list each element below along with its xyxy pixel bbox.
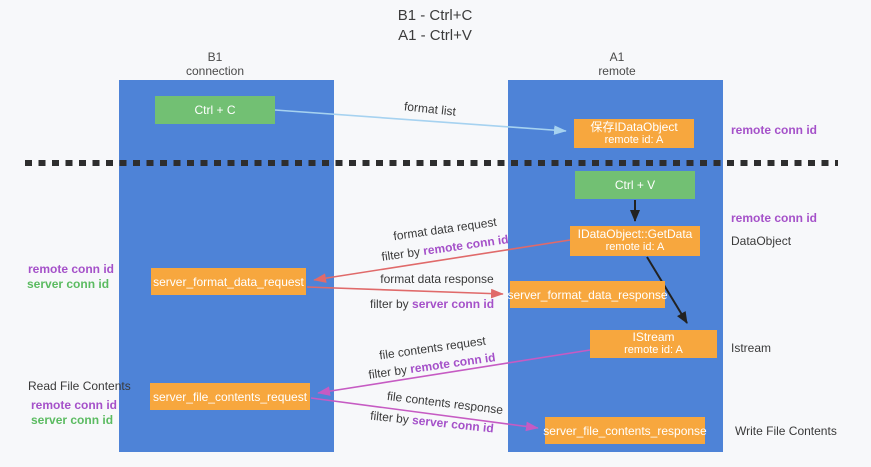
annot-dataobject: DataObject bbox=[731, 234, 792, 248]
lane-b1-subtitle: connection bbox=[185, 64, 245, 78]
annot-left-server-conn-format: server conn id bbox=[27, 277, 110, 291]
node-save-idataobject: 保存IDataObject remote id: A bbox=[574, 119, 694, 148]
edge-label-format-data-response: format data response bbox=[380, 272, 494, 286]
node-server-format-data-request: server_format_data_request bbox=[151, 268, 306, 295]
diagram-title-line1: B1 - Ctrl+C bbox=[397, 7, 473, 24]
diagram-title-line2: A1 - Ctrl+V bbox=[398, 27, 472, 44]
filter-server-conn-id: server conn id bbox=[411, 412, 495, 436]
node-idataobject-getdata: IDataObject::GetData remote id: A bbox=[570, 226, 700, 256]
annot-remote-conn-id-mid: remote conn id bbox=[731, 211, 818, 225]
node-server-format-data-response: server_format_data_response bbox=[507, 281, 668, 308]
annot-read-file-contents: Read File Contents bbox=[28, 379, 131, 393]
annot-write-file-contents: Write File Contents bbox=[735, 424, 837, 438]
diagram-title: B1 - Ctrl+C A1 - Ctrl+V bbox=[335, 6, 535, 46]
edge-label-format-response-filter: filter by server conn id bbox=[370, 297, 494, 311]
lane-b1-title: B1 bbox=[207, 50, 223, 64]
lane-header-a1: A1 remote bbox=[547, 50, 687, 78]
filter-by-text: filter by bbox=[370, 297, 409, 311]
node-istream-line1: IStream bbox=[632, 330, 675, 344]
filter-server-conn-id: server conn id bbox=[412, 297, 495, 311]
node-istream-line2: remote id: A bbox=[624, 344, 683, 356]
arrow-format-data-response bbox=[306, 286, 504, 299]
node-getdata-line1: IDataObject::GetData bbox=[577, 227, 693, 241]
node-save-idataobject-line2: remote id: A bbox=[604, 133, 664, 146]
filter-by-text: filter by bbox=[380, 244, 421, 264]
annot-istream: Istream bbox=[731, 341, 772, 355]
node-istream: IStream remote id: A bbox=[590, 330, 717, 358]
lane-header-b1: B1 connection bbox=[145, 50, 285, 78]
node-server-file-contents-response: server_file_contents_response bbox=[543, 417, 707, 444]
annot-left-remote-conn-file: remote conn id bbox=[31, 398, 118, 412]
annot-remote-conn-id-top: remote conn id bbox=[731, 123, 818, 137]
filter-by-text: filter by bbox=[367, 362, 408, 382]
lane-a1-subtitle: remote bbox=[598, 64, 636, 78]
filter-by-text: filter by bbox=[369, 408, 410, 427]
node-getdata-line2: remote id: A bbox=[605, 241, 665, 253]
annot-left-remote-conn-format: remote conn id bbox=[28, 262, 115, 276]
annot-left-server-conn-file: server conn id bbox=[31, 413, 114, 427]
node-save-idataobject-line1: 保存IDataObject bbox=[590, 119, 678, 134]
node-server-file-contents-request: server_file_contents_request bbox=[150, 383, 310, 410]
node-ctrl-v: Ctrl + V bbox=[575, 171, 695, 199]
node-ctrl-c: Ctrl + C bbox=[155, 96, 275, 124]
lane-a1-title: A1 bbox=[609, 50, 625, 64]
edge-label-format-list: format list bbox=[403, 99, 457, 119]
